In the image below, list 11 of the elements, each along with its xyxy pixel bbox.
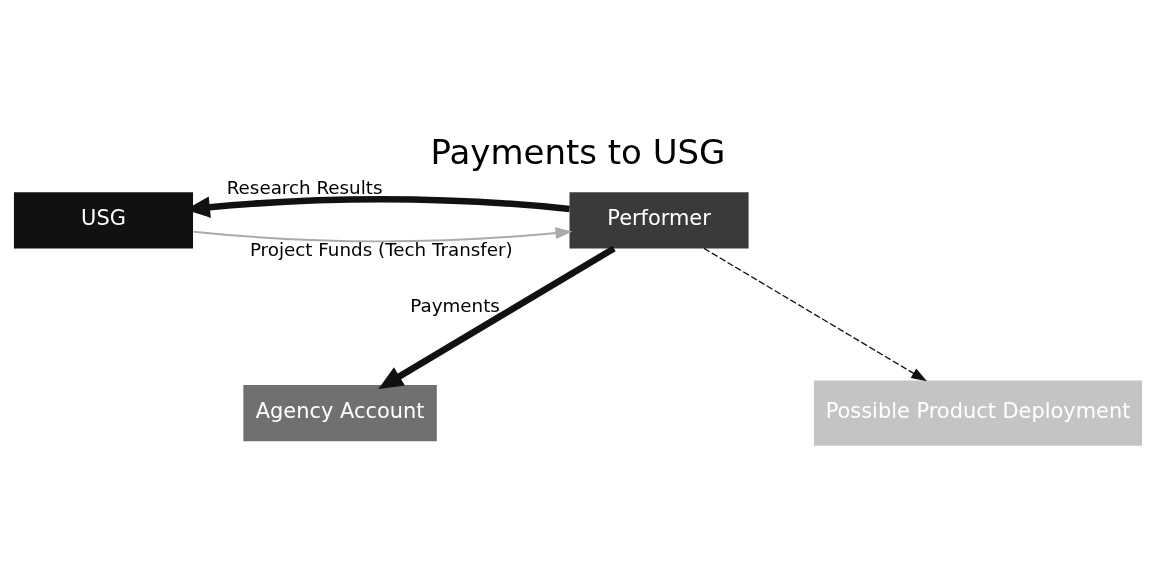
arrow [192,227,573,243]
diagram-title: Payments to USG [430,131,726,172]
edge-label: Research Results [226,177,383,199]
node-box: Possible Product Deployment [813,380,1143,446]
arrow [703,247,927,382]
node-box: USG [13,192,193,249]
node-box: Performer [569,192,749,249]
edge-label: Payments [410,294,500,316]
edge-label: Project Funds (Tech Transfer) [249,238,513,260]
node-box: Agency Account [243,385,437,442]
arrow [378,245,616,389]
